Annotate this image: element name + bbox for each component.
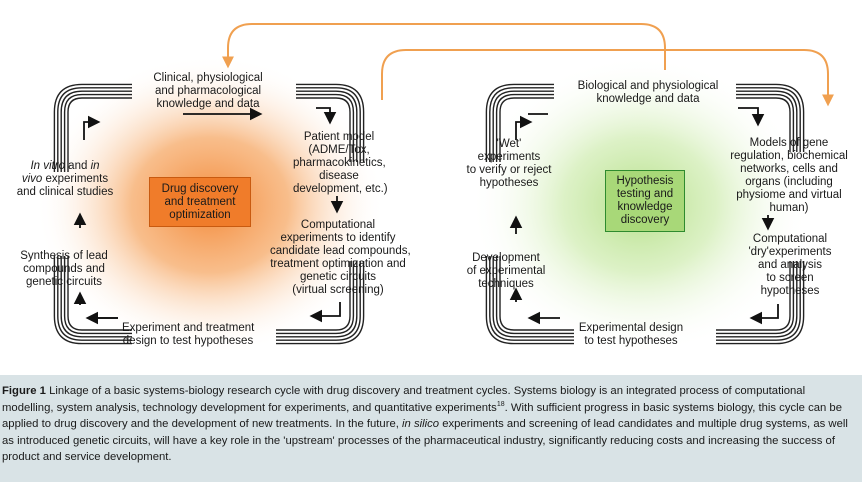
- caption-text: experiments and screening of lead candid…: [2, 418, 848, 463]
- link-arrow-to-left-cycle: [222, 23, 666, 70]
- drug-box-line: optimization: [169, 208, 231, 221]
- frame-stripe: [63, 93, 132, 172]
- hyp-box-line: knowledge: [617, 201, 673, 213]
- frame-stripe: [60, 90, 132, 172]
- frame-stripe: [716, 261, 801, 341]
- frame-stripe: [276, 261, 351, 331]
- frame-stripe: [53, 256, 132, 345]
- drug-discovery-box: Drug discovery and treatment optimizatio…: [149, 177, 251, 227]
- frame-stripe: [296, 93, 355, 162]
- frame-stripe: [489, 87, 554, 162]
- diagram: Drug discovery and treatment optimizatio…: [16, 23, 848, 355]
- frame-stripe: [736, 87, 801, 152]
- frame-stripe: [67, 256, 132, 331]
- frame-stripe: [736, 97, 791, 152]
- frame-stripe: [716, 261, 791, 331]
- frame-stripe: [296, 97, 351, 162]
- frame-stripe: [489, 256, 574, 341]
- frame-stripe: [57, 87, 132, 172]
- left-bottomright-arrow: [309, 302, 341, 323]
- frame-stripe: [485, 256, 574, 345]
- frame-stripe: [276, 261, 355, 335]
- frame-stripe: [296, 90, 358, 162]
- frame-stripe: [60, 256, 132, 338]
- frame-stripe: [276, 261, 358, 338]
- frame-stripe: [63, 256, 132, 335]
- in-vitro-label: In vitro and in vivo experiments and cli…: [16, 160, 114, 198]
- right-topright-arrow: [738, 107, 765, 127]
- frame-stripe: [736, 90, 798, 152]
- linking-arrows: [222, 23, 834, 107]
- right-bottomright-arrow: [749, 304, 779, 325]
- frame-stripe: [716, 261, 805, 345]
- frame-stripe: [296, 83, 365, 162]
- caption-italic: in silico: [402, 418, 440, 430]
- left-topleft-arrow: [83, 115, 101, 140]
- frame-stripe: [499, 97, 554, 162]
- caption-label: Figure 1: [2, 385, 46, 397]
- caption-ref: 18: [496, 400, 505, 408]
- patient-model-label: Patient model(ADME/Tox,pharmacokinetics,…: [293, 131, 388, 195]
- frame-stripe: [495, 93, 554, 162]
- frame-stripe: [67, 97, 132, 172]
- left-topright-arrow: [316, 107, 337, 125]
- figure-caption: Figure 1 Linkage of a basic systems-biol…: [0, 375, 862, 482]
- hyp-box-line: discovery: [620, 214, 670, 226]
- hypothesis-box: Hypothesis testing and knowledge discove…: [605, 170, 685, 232]
- drug-box-line: Drug discovery: [161, 182, 239, 195]
- right-cycle-arrows: [509, 107, 779, 325]
- caption-text: . With sufficient progress in basic syst…: [2, 401, 842, 431]
- frame-stripe: [716, 261, 798, 338]
- hyp-box-line: testing and: [616, 188, 674, 200]
- frame-stripe: [276, 261, 361, 341]
- frame-stripe: [296, 87, 361, 162]
- frame-stripe: [499, 256, 574, 331]
- frame-stripe: [495, 256, 574, 335]
- frame-stripe: [716, 261, 795, 335]
- frame-stripe: [492, 256, 574, 338]
- right-topleft-arrow: [515, 115, 533, 140]
- frame-stripe: [736, 93, 795, 152]
- frame-stripe: [736, 83, 805, 152]
- frame-stripe: [53, 83, 132, 172]
- caption-text: Linkage of a basic systems-biology resea…: [2, 385, 806, 414]
- frame-stripe: [57, 256, 132, 341]
- drug-box-line: and treatment: [164, 195, 236, 208]
- frame-stripe: [276, 261, 365, 345]
- frame-stripe: [492, 90, 554, 162]
- frame-stripe: [485, 83, 554, 162]
- link-arrow-to-right-cycle: [381, 49, 834, 107]
- hyp-box-line: Hypothesis: [616, 175, 674, 187]
- cycle-frames: [53, 83, 805, 345]
